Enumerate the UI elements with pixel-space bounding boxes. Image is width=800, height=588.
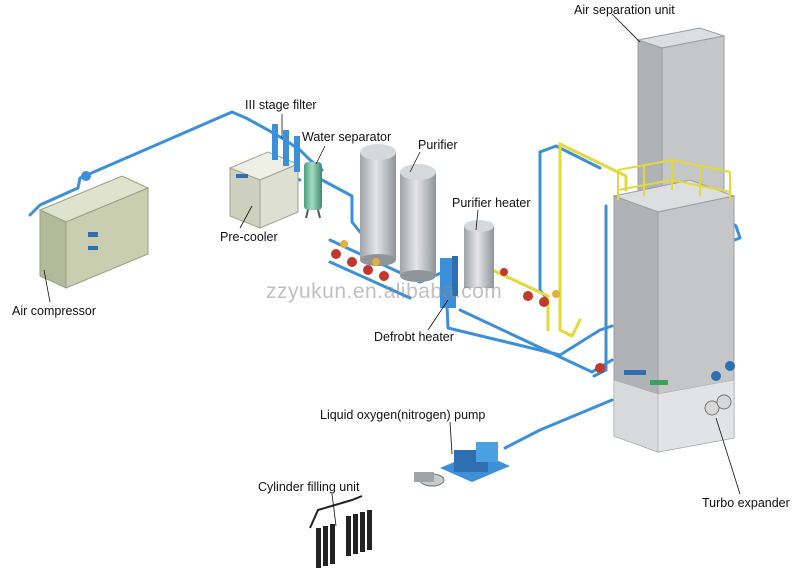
label-turbo-expander: Turbo expander bbox=[702, 496, 790, 510]
iii-stage-filter bbox=[272, 124, 300, 172]
pipe-vertical-2 bbox=[592, 204, 608, 378]
pre-cooler bbox=[228, 151, 300, 229]
purifier-vessels bbox=[360, 144, 436, 282]
liquid-pump bbox=[414, 442, 510, 487]
pipe-separator-to-purifier bbox=[320, 178, 362, 234]
pipe-top-loop bbox=[538, 144, 602, 170]
defrost-heater bbox=[440, 256, 458, 308]
purifier-valves bbox=[331, 240, 389, 281]
air-separation-tower bbox=[612, 27, 736, 453]
compressor-panel-icon bbox=[88, 232, 98, 237]
yellow-pipes bbox=[486, 142, 628, 338]
label-cylinder-filling-unit: Cylinder filling unit bbox=[258, 480, 360, 494]
precooler-panel-icon bbox=[236, 174, 248, 178]
tower-railing bbox=[617, 158, 731, 200]
label-defrost-heater: Defrobt heater bbox=[374, 330, 454, 344]
cylinder-filling-unit bbox=[309, 495, 372, 568]
turbo-expander bbox=[704, 361, 735, 416]
label-iii-stage-filter: III stage filter bbox=[245, 98, 317, 112]
pipe-coldbox-to-pump bbox=[503, 398, 614, 450]
purifier-heater bbox=[464, 220, 494, 288]
water-separator bbox=[304, 162, 322, 219]
watermark: zzyukun.en.alibaba.com bbox=[266, 280, 503, 303]
yellow-pipe-1 bbox=[558, 142, 582, 338]
air-compressor bbox=[38, 171, 150, 289]
label-air-separation-unit: Air separation unit bbox=[574, 3, 675, 17]
label-purifier-heater: Purifier heater bbox=[452, 196, 531, 210]
compressor-outlet-icon bbox=[81, 171, 91, 181]
pipe-compressor-to-filter bbox=[28, 110, 287, 217]
pipe-vertical-1 bbox=[538, 150, 550, 302]
label-purifier: Purifier bbox=[418, 138, 458, 152]
pipe-purifier-manifold-2 bbox=[328, 260, 412, 300]
coldbox-valves bbox=[500, 268, 605, 373]
yellow-pipe-3 bbox=[486, 266, 550, 332]
label-liquid-pump: Liquid oxygen(nitrogen) pump bbox=[320, 408, 486, 422]
label-water-separator: Water separator bbox=[302, 130, 392, 144]
label-pre-cooler: Pre-cooler bbox=[220, 230, 278, 244]
leader-lines bbox=[43, 13, 741, 527]
label-air-compressor: Air compressor bbox=[12, 304, 97, 318]
coldbox-panel-icon bbox=[624, 370, 646, 375]
yellow-pipe-2 bbox=[558, 142, 628, 192]
pipe-defrost-to-coldbox bbox=[458, 308, 614, 374]
